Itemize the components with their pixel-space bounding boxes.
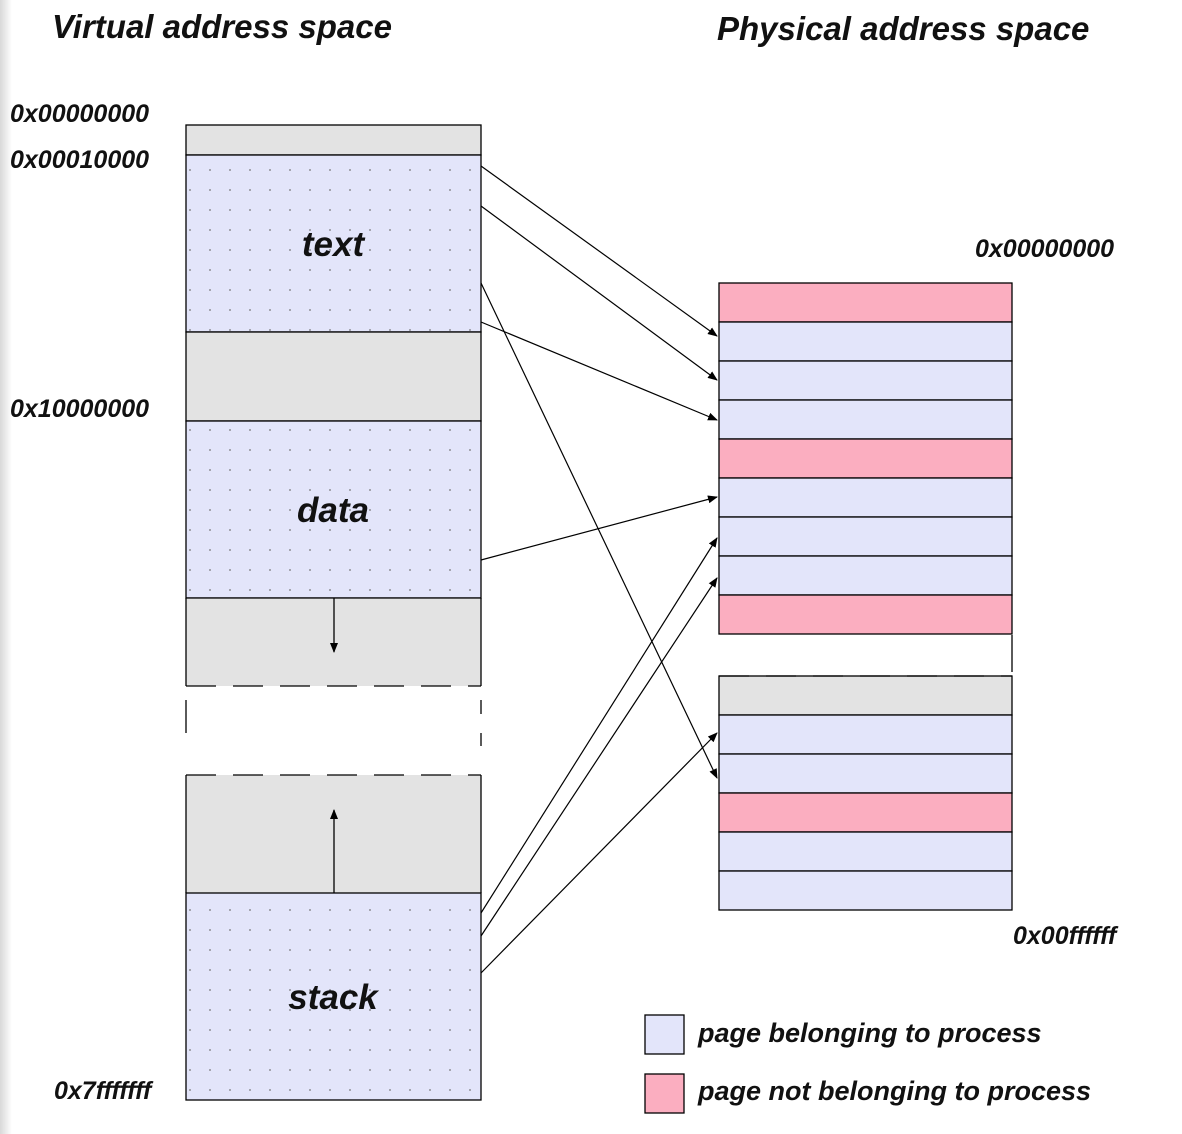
physical-frame-owned: [718, 831, 1013, 872]
mapping-arrow: [480, 282, 718, 779]
virtual-space-title: Virtual address space: [52, 8, 392, 45]
unmapped-low-region: [185, 124, 482, 156]
physical-frame-owned: [718, 870, 1013, 911]
physical-frame-not-owned: [718, 594, 1013, 635]
physical-space-title: Physical address space: [717, 10, 1089, 47]
legend-owned-label: page belonging to process: [697, 1018, 1042, 1048]
mapping-arrow: [480, 165, 718, 337]
physical-frame-owned: [718, 477, 1013, 518]
physical-frame-owned: [718, 753, 1013, 794]
physical-frame-owned: [718, 321, 1013, 362]
physical-address-end: 0x00ffffff: [1013, 922, 1119, 950]
virtual-address-end: 0x7fffffff: [54, 1077, 154, 1105]
physical-frame-not-owned: [718, 438, 1013, 479]
mapping-arrow: [480, 537, 718, 914]
mapping-arrow: [480, 577, 718, 937]
physical-frame-owned: [718, 399, 1013, 440]
physical-frames-upper: [718, 282, 1013, 635]
page-mapping-arrows: [480, 165, 718, 974]
stack-segment-label: stack: [288, 978, 379, 1017]
mapping-arrow: [480, 495, 718, 561]
physical-frame-not-owned: [718, 282, 1013, 323]
text-segment-dots: [186, 155, 481, 332]
physical-frame-owned: [718, 555, 1013, 596]
text-segment-label: text: [302, 225, 366, 264]
legend-not-owned-label: page not belonging to process: [697, 1076, 1091, 1106]
virtual-address-column: [185, 124, 482, 1101]
virtual-address-start: 0x00000000: [10, 100, 149, 128]
physical-frames-lower: [718, 675, 1013, 911]
mapping-arrow: [480, 205, 718, 381]
physical-frame-owned: [718, 714, 1013, 755]
physical-frame-owned: [718, 360, 1013, 401]
gap-region: [185, 331, 482, 422]
virtual-address-data-start: 0x10000000: [10, 395, 149, 423]
data-segment-dots: [186, 421, 481, 598]
legend-not-owned-swatch: [644, 1073, 685, 1114]
data-segment-label: data: [297, 491, 369, 530]
physical-frame-not-owned: [718, 792, 1013, 833]
physical-frame-unused: [718, 675, 1013, 716]
physical-frame-owned: [718, 516, 1013, 557]
mapping-arrow: [480, 321, 718, 421]
virtual-address-text-start: 0x00010000: [10, 146, 149, 174]
stack-segment-dots: [186, 893, 481, 1100]
mapping-arrow: [480, 732, 718, 974]
legend-owned-swatch: [644, 1014, 685, 1055]
physical-address-start: 0x00000000: [975, 235, 1114, 263]
left-edge-shadow: [0, 0, 12, 1134]
